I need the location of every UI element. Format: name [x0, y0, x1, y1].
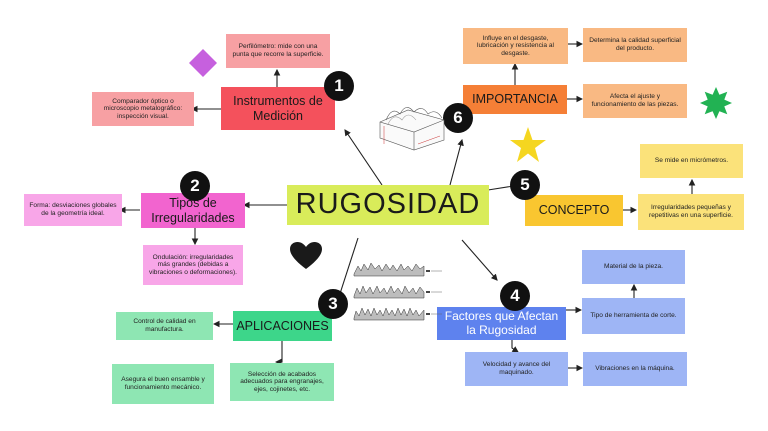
ensamble-note: Asegura el buen ensamble y funcionamient…	[112, 364, 214, 404]
surface-block-sketch	[379, 107, 445, 151]
desgaste-note: Influye en el desgaste, lubricación y re…	[463, 28, 568, 64]
acabados-note: Selección de acabados adecuados para eng…	[230, 363, 334, 401]
badge-4: 4	[500, 281, 530, 311]
calidad-note: Determina la calidad superficial del pro…	[583, 28, 687, 62]
tipos-node: Tipos de Irregularidades	[141, 193, 245, 228]
ondulacion-note: Ondulación: irregularidades más grandes …	[143, 245, 243, 285]
badge-burst-icon	[700, 87, 732, 119]
herramienta-note: Tipo de herramienta de corte.	[582, 298, 685, 334]
material-note: Material de la pieza.	[582, 250, 685, 284]
irregularidades-note: Irregularidades pequeñas y repetitivas e…	[638, 194, 744, 230]
micrometros-note: Se mide en micrómetros.	[640, 144, 743, 178]
badge-1: 1	[324, 71, 354, 101]
importancia-node: IMPORTANCIA	[463, 85, 567, 114]
badge-2: 2	[180, 171, 210, 201]
comparador-note: Comparador óptico o microscopio metalogr…	[92, 92, 194, 126]
badge-3: 3	[318, 289, 348, 319]
vibraciones-note: Vibraciones en la máquina.	[583, 352, 687, 386]
heart-icon	[290, 242, 322, 269]
center-node: RUGOSIDAD	[287, 185, 489, 225]
badge-6: 6	[443, 103, 473, 133]
velocidad-note: Velocidad y avance del maquinado.	[465, 352, 568, 386]
ajuste-note: Afecta el ajuste y funcionamiento de las…	[583, 84, 687, 118]
forma-note: Forma: desviaciones globales de la geome…	[24, 194, 122, 226]
badge-5: 5	[510, 170, 540, 200]
factores-node: Factores que Afectan la Rugosidad	[437, 307, 566, 340]
star-icon	[510, 127, 546, 162]
diamond-icon	[189, 49, 217, 77]
roughness-profiles	[353, 262, 442, 321]
aplicaciones-node: APLICACIONES	[233, 311, 332, 341]
control-note: Control de calidad en manufactura.	[116, 312, 213, 340]
instrumentos-node: Instrumentos de Medición	[221, 87, 335, 130]
concepto-node: CONCEPTO	[525, 195, 623, 226]
perfilometro-note: Perfilómetro: mide con una punta que rec…	[226, 34, 330, 68]
